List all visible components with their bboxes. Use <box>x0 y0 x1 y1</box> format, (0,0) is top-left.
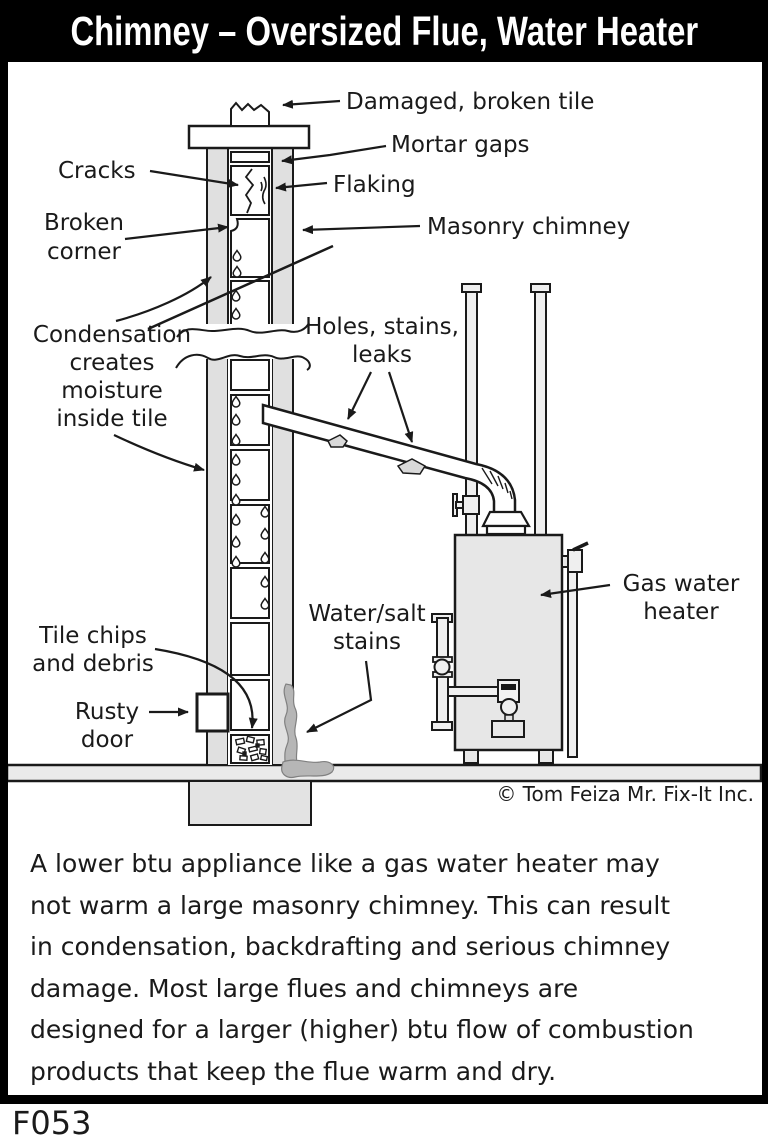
gas-heater-arrow <box>540 583 611 599</box>
pipe-hole-stain <box>396 458 427 475</box>
gas-control-valve <box>491 679 525 738</box>
label-tile-chips-debris: Tile chips <box>38 623 147 649</box>
flue-tile-broken-corner <box>230 218 270 278</box>
diagram-labels: Damaged, broken tile Mortar gaps Cracks … <box>32 89 754 806</box>
water-salt-arrow <box>306 660 373 733</box>
caption-line: in condensation, backdrafting and seriou… <box>30 932 671 961</box>
pipe-union <box>433 658 451 676</box>
holes-arrow-right <box>387 371 414 443</box>
caption-line: designed for a larger (higher) btu flow … <box>30 1015 694 1044</box>
masonry-chimney-arrow <box>302 224 421 235</box>
draft-hood <box>481 510 531 528</box>
gas-piping <box>431 613 501 731</box>
label-rusty-door: Rusty <box>75 699 139 725</box>
chimney-upper-section <box>174 101 320 338</box>
cracks-arrow <box>149 169 239 188</box>
label-condensation: Condensation <box>33 322 191 348</box>
mortar-gaps-arrow <box>281 144 387 165</box>
condensation-arrow-upper <box>115 276 212 323</box>
label-holes-stains-leaks: leaks <box>352 342 412 368</box>
flaking-arrow <box>275 181 328 192</box>
caption-line: damage. Most large flues and chimneys ar… <box>30 973 579 1003</box>
flue-tile <box>230 151 270 163</box>
flue-tile <box>230 622 270 676</box>
chimney-lower-section <box>174 350 320 766</box>
roofline <box>147 244 334 331</box>
label-masonry-chimney: Masonry chimney <box>427 214 630 240</box>
caption-paragraph: A lower btu appliance like a gas water h… <box>30 843 746 1092</box>
pipe-hole-stain <box>326 434 348 448</box>
label-water-salt-stains: Water/salt <box>308 601 425 627</box>
content-frame <box>0 62 768 1104</box>
leader-arrows <box>113 99 611 733</box>
burner-box <box>491 720 525 738</box>
label-gas-water-heater: Gas water <box>623 571 740 597</box>
shutoff-valve <box>452 493 480 517</box>
label-holes-stains-leaks: Holes, stains, <box>305 314 459 340</box>
label-tile-chips-debris: and debris <box>32 651 154 677</box>
floor-slab <box>5 763 763 826</box>
label-damaged-tile: Damaged, broken tile <box>346 89 594 115</box>
tank-foot <box>463 749 479 764</box>
broken-corner-arrow <box>124 223 229 241</box>
vent-connector-pipe <box>261 403 531 536</box>
flue-tile <box>230 567 270 619</box>
label-gas-water-heater: heater <box>643 599 719 625</box>
copyright-notice: © Tom Feiza Mr. Fix-It Inc. <box>496 782 754 806</box>
broken-flue-tile <box>230 101 270 127</box>
damaged-tile-arrow <box>282 99 341 109</box>
crack-mark <box>244 168 255 214</box>
label-condensation: inside tile <box>56 406 167 432</box>
page-title: Chimney – Oversized Flue, Water Heater <box>70 7 698 54</box>
label-cracks: Cracks <box>58 158 136 184</box>
gas-water-heater <box>431 493 589 764</box>
condensation-arrow-lower <box>113 434 205 472</box>
flue-tile <box>230 359 270 391</box>
title-bar: Chimney – Oversized Flue, Water Heater <box>0 0 768 62</box>
relief-valve-lever <box>572 541 589 552</box>
label-flaking: Flaking <box>333 172 416 198</box>
break-line-lower <box>175 353 311 371</box>
label-broken-corner: Broken <box>44 210 124 236</box>
label-broken-corner: corner <box>47 239 121 265</box>
chimney-footing <box>188 780 312 826</box>
caption-line: not warm a large masonry chimney. This c… <box>30 890 671 920</box>
caption-line: A lower btu appliance like a gas water h… <box>30 849 660 878</box>
label-condensation: moisture <box>61 378 163 404</box>
cleanout-door <box>195 692 230 733</box>
elbow-segment-lines <box>481 467 513 500</box>
tank-foot <box>538 749 554 764</box>
label-water-salt-stains: stains <box>333 629 401 655</box>
flaking-mark <box>260 176 267 205</box>
holes-arrow-left <box>347 371 372 420</box>
label-rusty-door: door <box>81 727 134 753</box>
water-salt-stain <box>281 683 335 779</box>
caption-line: products that keep the flue warm and dry… <box>30 1056 557 1086</box>
discharge-pipe <box>567 571 578 758</box>
break-line-upper <box>176 322 310 338</box>
label-condensation: creates <box>70 350 155 376</box>
tile-debris <box>234 735 269 762</box>
tile-chips-arrow <box>154 647 258 729</box>
label-mortar-gaps: Mortar gaps <box>391 132 530 158</box>
figure-code: F053 <box>12 1104 92 1142</box>
